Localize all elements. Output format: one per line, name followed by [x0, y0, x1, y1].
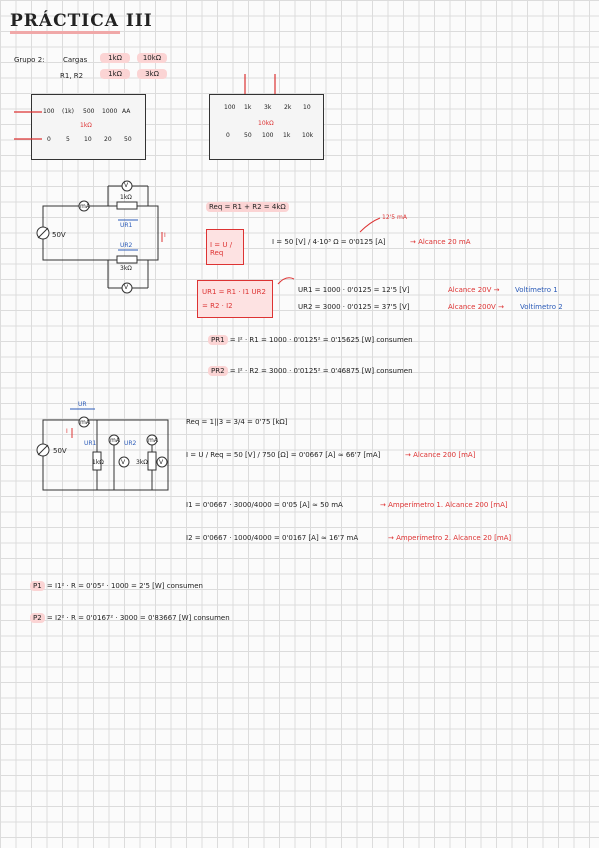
- p1-text: = I1² · R = 0'05² · 1000 = 2'5 [W] consu…: [44, 582, 203, 590]
- i-note-2: → Alcance 200 [mA]: [405, 451, 476, 459]
- box1-bot-5: 50: [124, 136, 132, 143]
- box2-top-2: 1k: [244, 104, 252, 111]
- circuit2-current: I: [66, 428, 68, 435]
- group-label: Grupo 2:: [14, 56, 45, 64]
- ur1-eq: UR1 = 1000 · 0'0125 = 12'5 [V]: [298, 286, 410, 294]
- ur1-eq-text: UR1 = 1000 · 0'0125 = 12'5 [V]: [298, 286, 410, 294]
- pr1-label: PR1: [208, 335, 228, 345]
- circuit1-r2: 3kΩ: [120, 265, 132, 272]
- circuit2-volt-1: V: [121, 459, 126, 466]
- ur2-note: Alcance 200V →: [448, 303, 504, 311]
- box1-top-1: 100: [43, 108, 55, 115]
- circuit1-ur2: UR2: [120, 242, 133, 249]
- box1-bot-3: 10: [84, 136, 92, 143]
- circuit2-meter: mA: [80, 419, 90, 426]
- ur1-blue: Voltímetro 1: [515, 286, 558, 294]
- p2-text: = I2² · R = 0'0167² · 3000 = 0'83667 [W]…: [44, 614, 230, 622]
- circuit1-volt-bottom: V: [124, 284, 129, 291]
- pr2-line: PR2 = I² · R2 = 3000 · 0'0125² = 0'46875…: [208, 366, 413, 376]
- r2-value: 3kΩ: [137, 69, 167, 79]
- box1-top-4: 1000: [102, 108, 118, 115]
- circuit2-ur1: UR1: [84, 440, 97, 447]
- circuit1-source: 50V: [52, 231, 66, 239]
- meter-box-1: [31, 94, 146, 160]
- annotation-mA: 12'5 mA: [382, 214, 407, 221]
- box1-top-5: AA: [122, 108, 131, 115]
- pr1-text: = I² · R1 = 1000 · 0'0125² = 0'15625 [W]…: [227, 336, 413, 344]
- formula-box-ohm: I = U / Req: [206, 229, 244, 265]
- ur2-blue: Voltímetro 2: [520, 303, 563, 311]
- circuit2-r1: 1kΩ: [92, 459, 104, 466]
- pr1-line: PR1 = I² · R1 = 1000 · 0'0125² = 0'15625…: [208, 335, 413, 345]
- box1-mid-label: 1kΩ: [80, 122, 92, 129]
- box1-bot-1: 0: [47, 136, 51, 143]
- cargas-label: Cargas: [63, 56, 88, 64]
- pr2-text: = I² · R2 = 3000 · 0'0125² = 0'46875 [W]…: [227, 367, 413, 375]
- title-underline: [10, 31, 120, 34]
- i2-note: → Amperímetro 2. Alcance 20 [mA]: [388, 534, 512, 542]
- box1-bot-4: 20: [104, 136, 112, 143]
- circuit1-current: I: [164, 232, 166, 239]
- box2-top-4: 2k: [284, 104, 292, 111]
- r-label: R1, R2: [60, 72, 84, 80]
- req-2: Req = 1||3 = 3/4 = 0'75 [kΩ]: [186, 418, 288, 426]
- i-eq-1: I = 50 [V] / 4·10³ Ω = 0'0125 [A]: [272, 238, 386, 246]
- box2-mid-label: 10kΩ: [258, 120, 274, 127]
- ur1-note: Alcance 20V →: [448, 286, 500, 294]
- r1-value: 1kΩ: [100, 69, 130, 79]
- box1-top-3: 500: [83, 108, 95, 115]
- req-1: Req = R1 + R2 = 4kΩ: [206, 202, 289, 212]
- formula-text: I = U / Req: [210, 241, 233, 257]
- i-eq-2: I = U / Req = 50 [V] / 750 [Ω] = 0'0667 …: [186, 451, 381, 459]
- carga-1: 1kΩ: [100, 53, 130, 63]
- circuit2-r2: 3kΩ: [136, 459, 148, 466]
- page-title: PRÁCTICA III: [10, 11, 153, 31]
- ur2-eq-text: UR2 = 3000 · 0'0125 = 37'5 [V]: [298, 303, 410, 311]
- circuit2-volt-2: V: [159, 459, 164, 466]
- box2-bot-5: 10k: [302, 132, 314, 139]
- box2-top-5: 10: [303, 104, 311, 111]
- box2-bot-1: 0: [226, 132, 230, 139]
- box2-top-1: 100: [224, 104, 236, 111]
- box2-bot-2: 50: [244, 132, 252, 139]
- i-note-1: → Alcance 20 mA: [410, 238, 471, 246]
- i1-note: → Amperímetro 1. Alcance 200 [mA]: [380, 501, 508, 509]
- p1-label: P1: [30, 581, 45, 591]
- box1-top-2: (1k): [62, 108, 74, 115]
- ur2-eq: UR2 = 3000 · 0'0125 = 37'5 [V]: [298, 303, 410, 311]
- u-box: UR1 = R1 · I1 UR2 = R2 · I2: [197, 280, 273, 318]
- req-1-text: Req = R1 + R2 = 4kΩ: [206, 202, 289, 212]
- circuit2-source: 50V: [53, 447, 67, 455]
- pr2-label: PR2: [208, 366, 228, 376]
- p2-line: P2 = I2² · R = 0'0167² · 3000 = 0'83667 …: [30, 613, 230, 623]
- p2-label: P2: [30, 613, 45, 623]
- box2-bot-4: 1k: [283, 132, 291, 139]
- circuit1-meter: mA: [80, 203, 90, 210]
- carga-2: 10kΩ: [137, 53, 167, 63]
- circuit1-ur1: UR1: [120, 222, 133, 229]
- i1-eq: I1 = 0'0667 · 3000/4000 = 0'05 [A] ≈ 50 …: [186, 501, 343, 509]
- box1-bot-2: 5: [66, 136, 70, 143]
- circuit2-meter-a2: mA: [148, 437, 158, 444]
- circuit1-volt-top: V: [124, 182, 129, 189]
- box2-bot-3: 100: [262, 132, 274, 139]
- meter-box-2: [209, 94, 324, 160]
- box2-top-3: 3k: [264, 104, 272, 111]
- circuit2-ur: UR: [78, 401, 87, 408]
- u-box-text: UR1 = R1 · I1 UR2 = R2 · I2: [202, 288, 266, 310]
- p1-line: P1 = I1² · R = 0'05² · 1000 = 2'5 [W] co…: [30, 581, 203, 591]
- i2-eq: I2 = 0'0667 · 1000/4000 = 0'0167 [A] ≈ 1…: [186, 534, 359, 542]
- circuit2-meter-a1: mA: [110, 437, 120, 444]
- circuit1-r1: 1kΩ: [120, 194, 132, 201]
- circuit2-ur2: UR2: [124, 440, 137, 447]
